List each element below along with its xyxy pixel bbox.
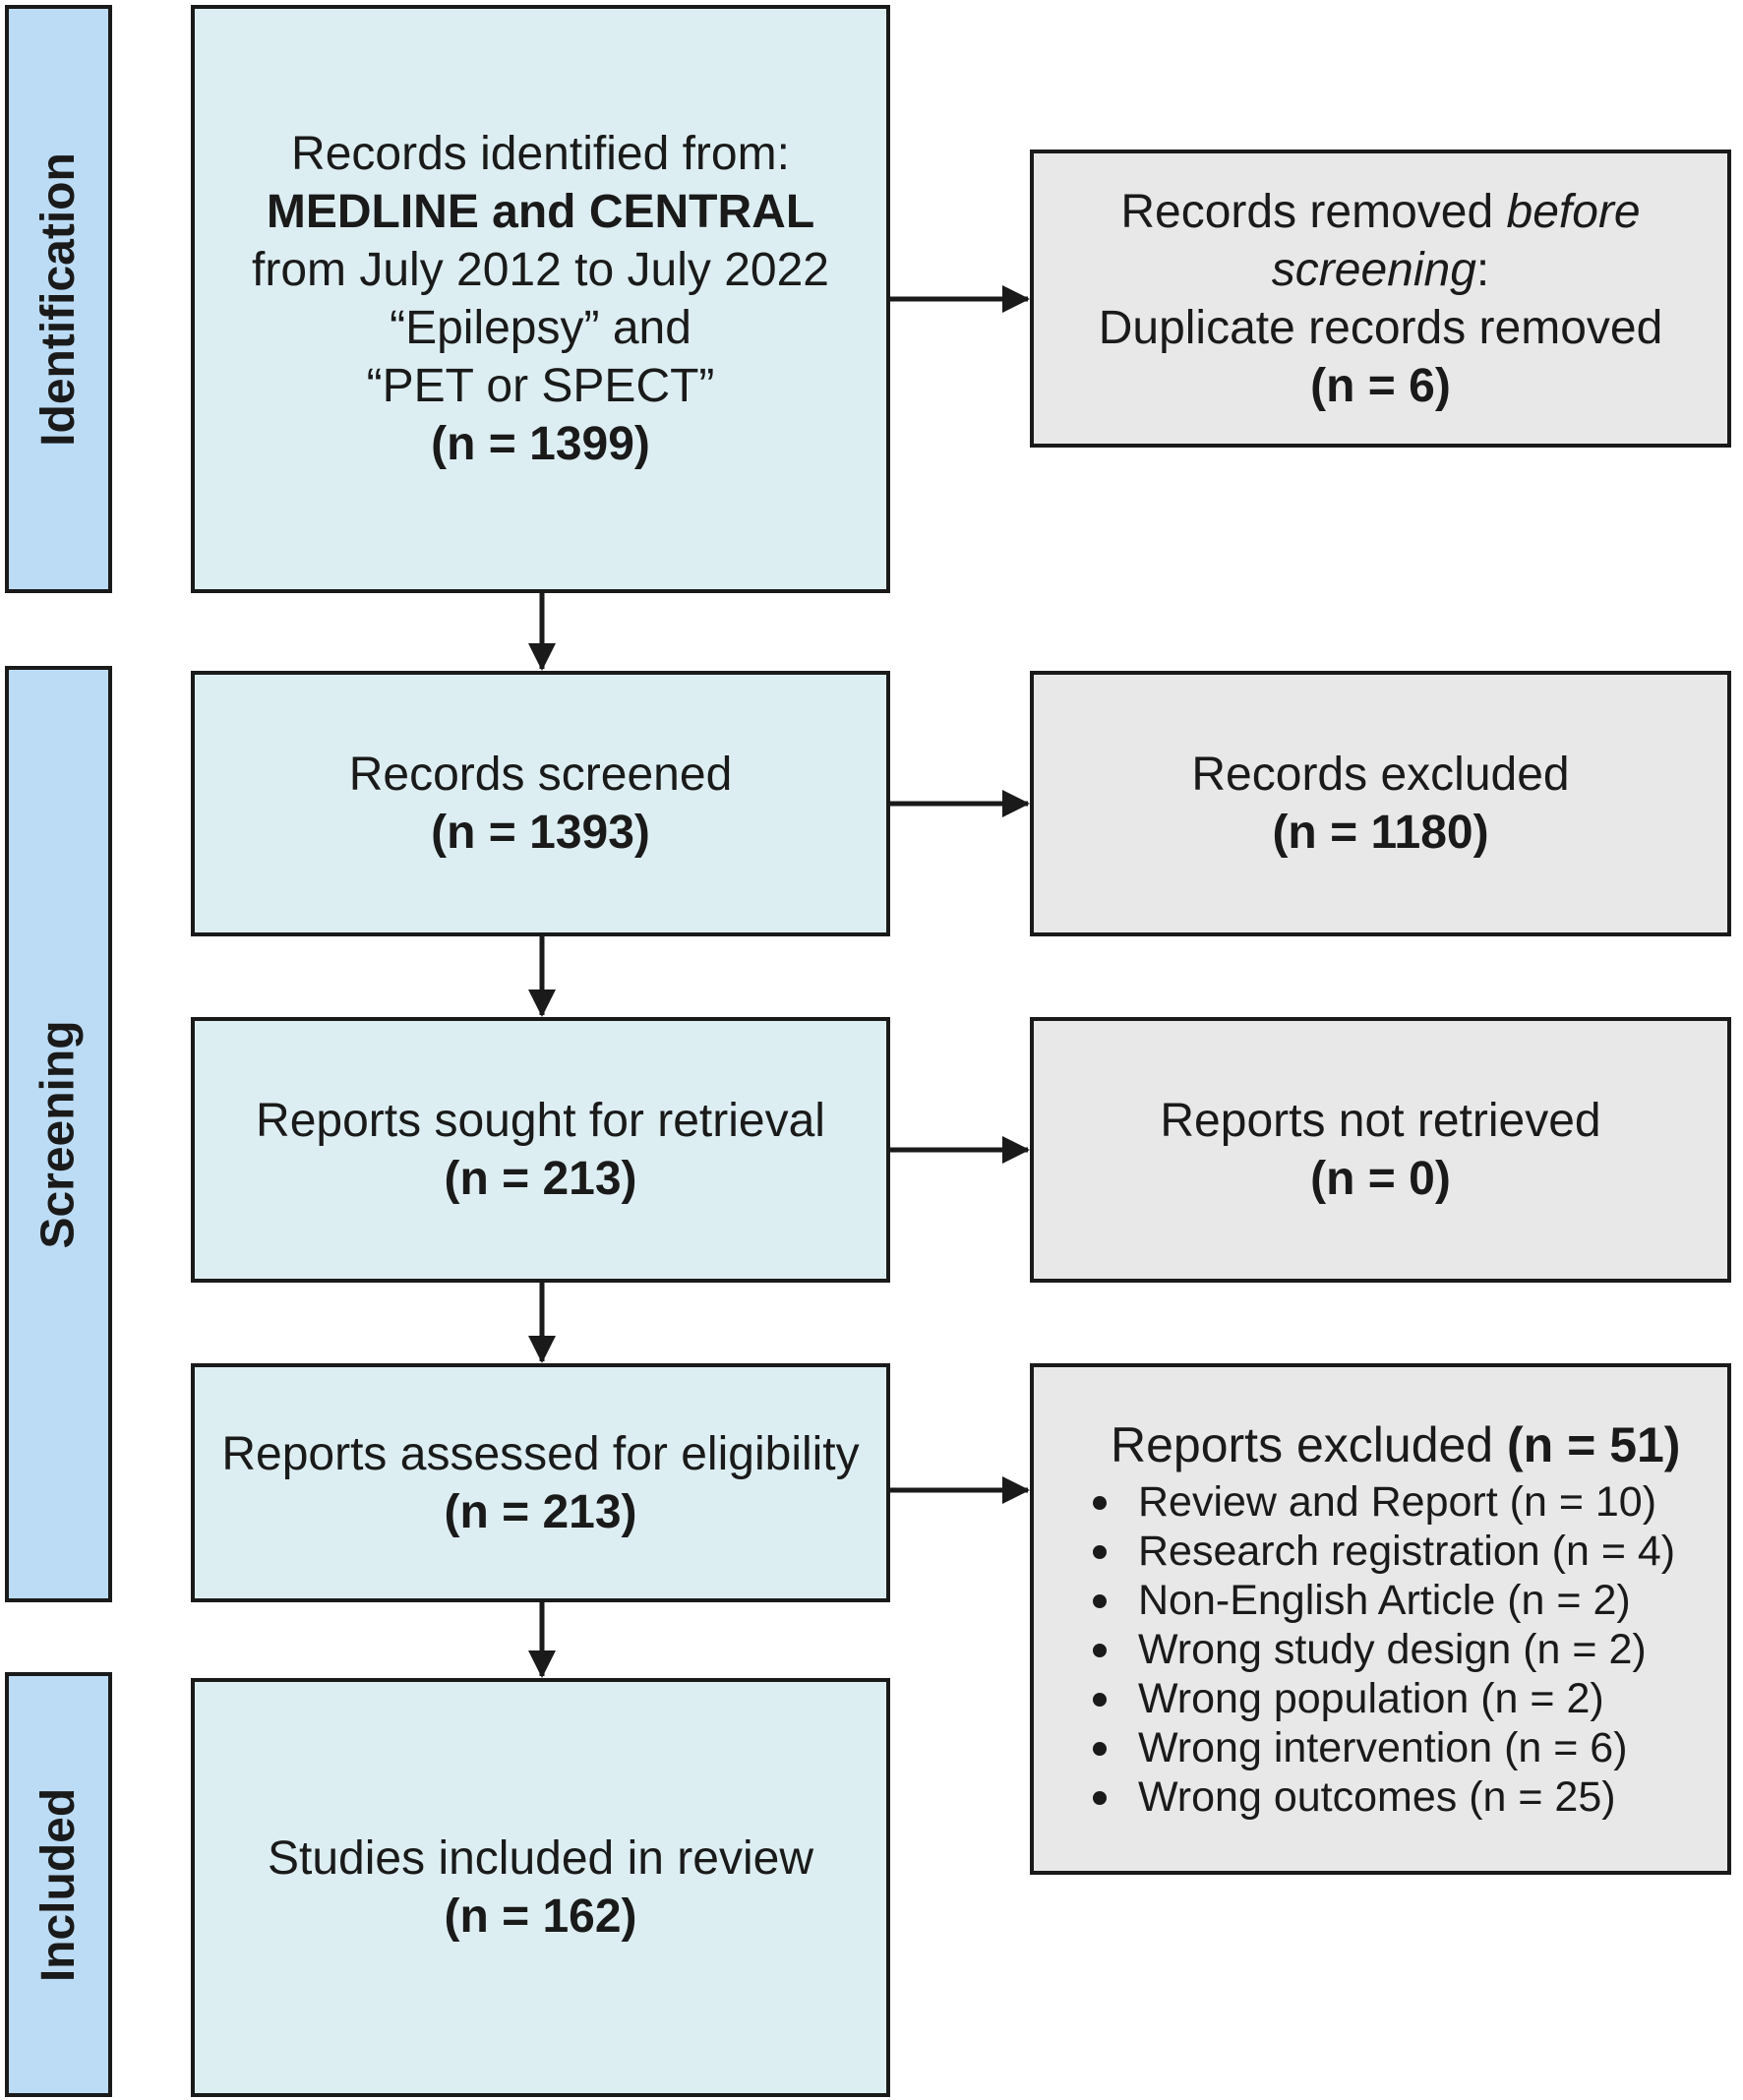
identified-line1: Records identified from:	[291, 128, 790, 180]
included-count: (n = 162)	[444, 1890, 637, 1943]
identified-term2: “PET or SPECT”	[366, 360, 715, 412]
removed-line2: screening:	[1271, 243, 1490, 296]
records-identified-box: Records identified from: MEDLINE and CEN…	[191, 5, 890, 593]
reports-sought-box: Reports sought for retrieval (n = 213)	[191, 1017, 890, 1283]
records-excluded-box: Records excluded (n = 1180)	[1030, 671, 1731, 936]
list-item: Wrong study design (n = 2)	[1093, 1625, 1675, 1674]
sought-label: Reports sought for retrieval	[256, 1095, 825, 1147]
identified-daterange: from July 2012 to July 2022	[252, 244, 829, 296]
removed-line1: Records removed before	[1120, 185, 1641, 238]
not-retrieved-count: (n = 0)	[1310, 1153, 1451, 1205]
list-item: Wrong outcomes (n = 25)	[1093, 1772, 1675, 1822]
records-screened-box: Records screened (n = 1393)	[191, 671, 890, 936]
removed-count: (n = 6)	[1310, 359, 1451, 412]
identified-term1: “Epilepsy” and	[390, 302, 691, 354]
list-item: Review and Report (n = 10)	[1093, 1477, 1675, 1527]
assessed-label: Reports assessed for eligibility	[221, 1427, 860, 1480]
not-retrieved-label: Reports not retrieved	[1160, 1095, 1601, 1147]
identified-sources: MEDLINE and CENTRAL	[266, 186, 815, 238]
list-item: Research registration (n = 4)	[1093, 1527, 1675, 1576]
identified-count: (n = 1399)	[431, 418, 650, 470]
excluded-label: Records excluded	[1191, 749, 1570, 801]
excluded-count: (n = 1180)	[1272, 807, 1489, 859]
reports-assessed-box: Reports assessed for eligibility (n = 21…	[191, 1363, 890, 1602]
exclusion-reasons-list: Review and Report (n = 10) Research regi…	[1093, 1477, 1675, 1822]
phase-identification: Identification	[5, 5, 112, 593]
list-item: Non-English Article (n = 2)	[1093, 1576, 1675, 1625]
reports-excluded-title: Reports excluded (n = 51)	[1111, 1417, 1681, 1472]
included-label: Studies included in review	[268, 1832, 813, 1885]
sought-count: (n = 213)	[444, 1153, 637, 1205]
studies-included-box: Studies included in review (n = 162)	[191, 1678, 890, 2097]
list-item: Wrong intervention (n = 6)	[1093, 1723, 1675, 1772]
removed-line3: Duplicate records removed	[1098, 301, 1663, 354]
screened-count: (n = 1393)	[431, 807, 650, 859]
records-removed-box: Records removed before screening: Duplic…	[1030, 150, 1731, 448]
phase-included: Included	[5, 1672, 112, 2097]
reports-not-retrieved-box: Reports not retrieved (n = 0)	[1030, 1017, 1731, 1283]
phase-screening: Screening	[5, 666, 112, 1602]
assessed-count: (n = 213)	[444, 1485, 637, 1538]
screened-label: Records screened	[348, 749, 733, 801]
list-item: Wrong population (n = 2)	[1093, 1674, 1675, 1723]
reports-excluded-box: Reports excluded (n = 51) Review and Rep…	[1030, 1363, 1731, 1875]
